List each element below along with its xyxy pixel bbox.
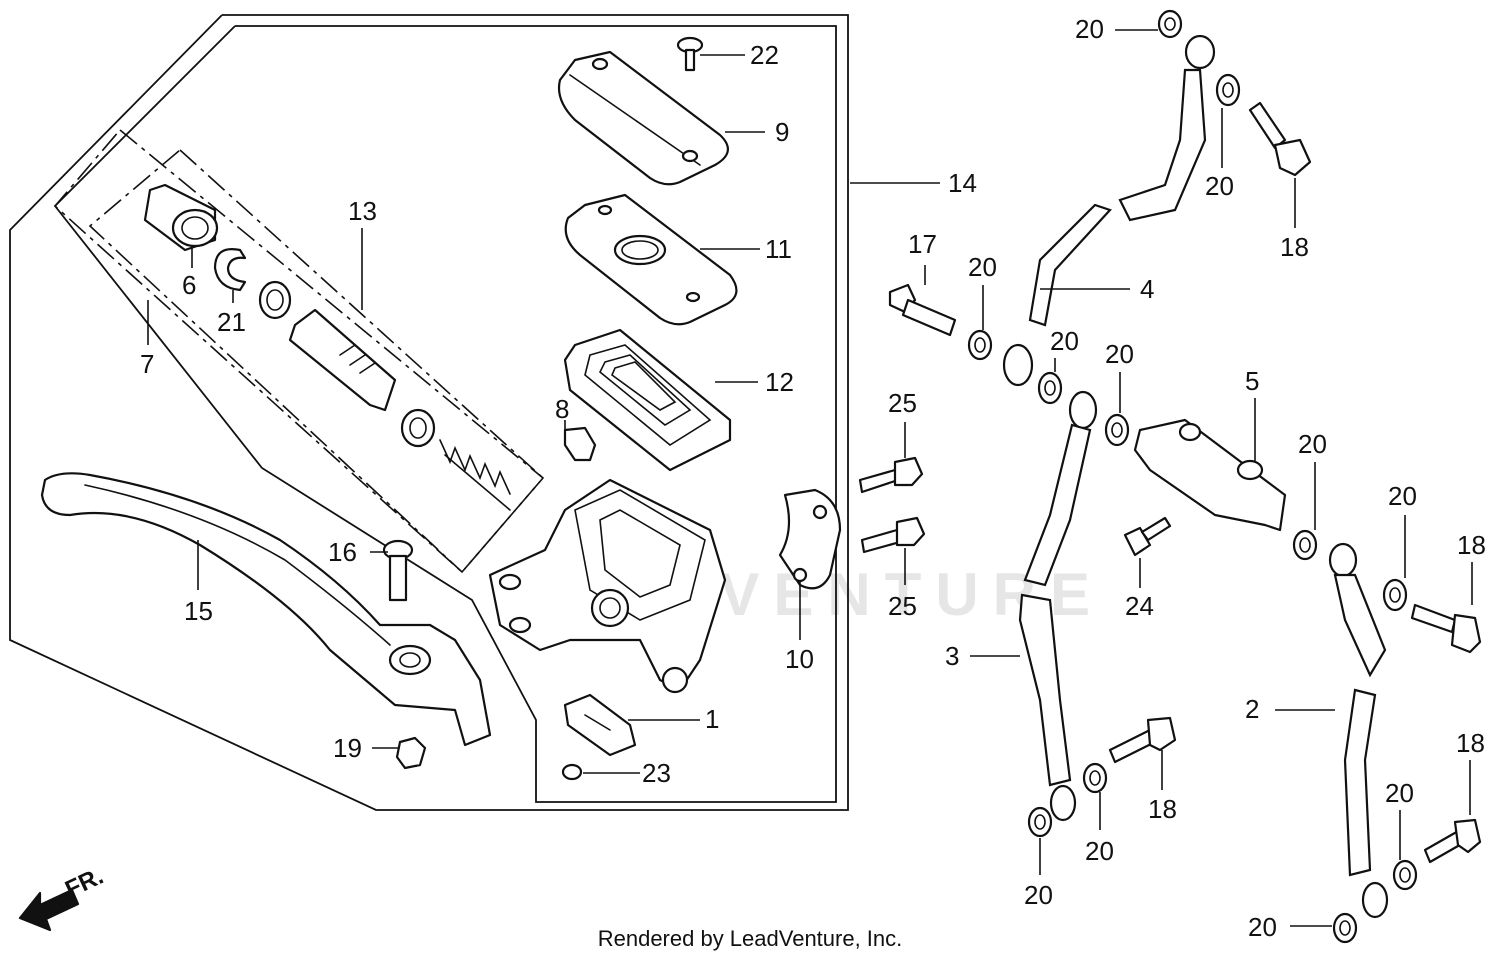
washers-20 [967, 9, 1418, 944]
callout-20f: 20 [1298, 429, 1327, 459]
lever-holder [778, 488, 842, 590]
brake-switch [563, 693, 637, 757]
callout-20i: 20 [1024, 880, 1053, 910]
master-cylinder-body [488, 478, 727, 694]
bolt-18-top [1248, 101, 1312, 177]
callout-23: 23 [642, 758, 671, 788]
front-direction-arrow: FR. [18, 863, 108, 932]
callout-20a: 20 [1075, 14, 1104, 44]
circlip-21 [213, 248, 247, 292]
bolt-18-middle [1108, 716, 1177, 764]
footer-credit: Rendered by LeadVenture, Inc. [597, 926, 903, 951]
callout-25b: 25 [888, 591, 917, 621]
screw-22 [676, 36, 704, 72]
brake-hose-2 [1328, 542, 1389, 919]
callout-18d: 18 [1456, 728, 1485, 758]
brake-hose-4 [1002, 34, 1216, 387]
callout-6: 6 [182, 270, 196, 300]
callout-8: 8 [555, 394, 569, 424]
callout-20c: 20 [968, 252, 997, 282]
callout-24: 24 [1125, 591, 1154, 621]
callout-20b: 20 [1205, 171, 1234, 201]
callout-17: 17 [908, 229, 937, 259]
callout-20j: 20 [1385, 778, 1414, 808]
callout-11: 11 [765, 234, 792, 264]
callout-22: 22 [750, 40, 779, 70]
callout-15: 15 [184, 596, 213, 626]
brake-hose-joint [1133, 418, 1287, 532]
spring [439, 439, 511, 511]
callout-2: 2 [1245, 694, 1259, 724]
bolt-18-right [1410, 603, 1482, 654]
bolt-18-bottom [1423, 818, 1482, 864]
callout-14: 14 [948, 168, 977, 198]
leader-lines [147, 29, 1473, 927]
pivot-bolt-16 [382, 539, 414, 602]
callout-20g: 20 [1388, 481, 1417, 511]
callout-9: 9 [775, 117, 789, 147]
callout-20k: 20 [1248, 912, 1277, 942]
callout-20d: 20 [1050, 326, 1079, 356]
callout-21: 21 [217, 307, 246, 337]
assembly-frame-inner [53, 25, 837, 803]
bolt-24 [1123, 516, 1172, 557]
diaphragm [563, 328, 732, 472]
callout-3: 3 [945, 641, 959, 671]
callout-4: 4 [1140, 274, 1154, 304]
callout-16: 16 [328, 537, 357, 567]
callout-5: 5 [1245, 366, 1259, 396]
brake-hose-3 [1018, 390, 1098, 822]
cup-seal [258, 280, 292, 320]
callout-20h: 20 [1085, 836, 1114, 866]
diaphragm-plate [564, 193, 738, 326]
callout-19: 19 [333, 733, 362, 763]
callout-12: 12 [765, 367, 794, 397]
callout-18c: 18 [1148, 794, 1177, 824]
kit-frame-13 [88, 148, 545, 574]
secondary-cup [400, 408, 436, 448]
nut-19 [395, 736, 427, 770]
callout-7: 7 [140, 349, 154, 379]
callout-18a: 18 [1280, 232, 1309, 262]
assembly-frame-14 [9, 14, 849, 811]
bolt-17 [888, 283, 957, 337]
brake-lever [40, 472, 492, 747]
screw-23 [561, 763, 583, 781]
bolt-25-upper [858, 456, 924, 494]
piston [288, 308, 397, 412]
callout-labels: 1 2 3 4 5 6 7 8 9 10 11 12 13 14 15 16 1… [140, 14, 1486, 942]
callout-25a: 25 [888, 388, 917, 418]
callout-1: 1 [705, 704, 719, 734]
boot-6 [143, 183, 219, 252]
callout-18b: 18 [1457, 530, 1486, 560]
callout-13: 13 [348, 196, 377, 226]
reservoir-cap [557, 50, 729, 186]
callout-20e: 20 [1105, 339, 1134, 369]
callout-10: 10 [785, 644, 814, 674]
bracket-8 [563, 426, 597, 462]
bolt-25-lower [860, 516, 926, 554]
